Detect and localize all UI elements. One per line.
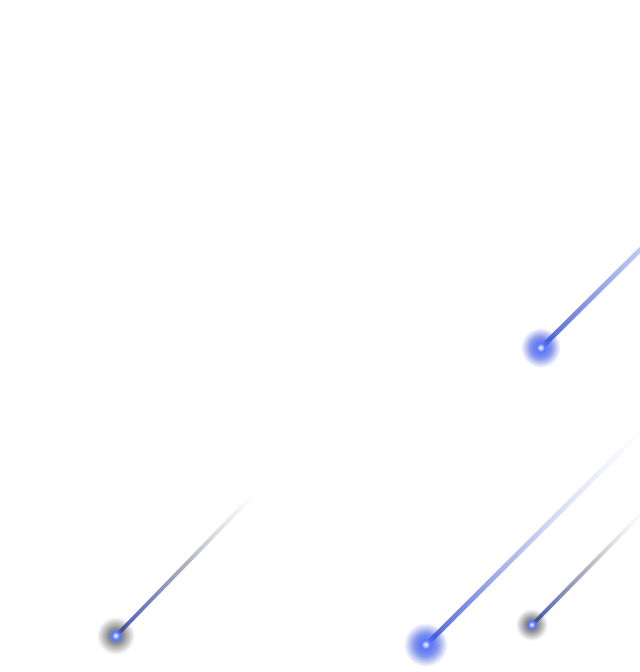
meteor-head: [97, 617, 135, 655]
meteor: [404, 428, 640, 667]
meteor-tail: [538, 246, 640, 351]
meteor: [97, 488, 260, 655]
meteor-head: [404, 623, 448, 667]
meteor-tail: [423, 428, 640, 648]
meteor-tail: [114, 488, 260, 638]
meteor-tail: [530, 512, 640, 627]
meteor: [521, 246, 640, 368]
meteor-head: [521, 328, 561, 368]
meteor-head: [516, 609, 548, 641]
meteor: [516, 512, 640, 641]
